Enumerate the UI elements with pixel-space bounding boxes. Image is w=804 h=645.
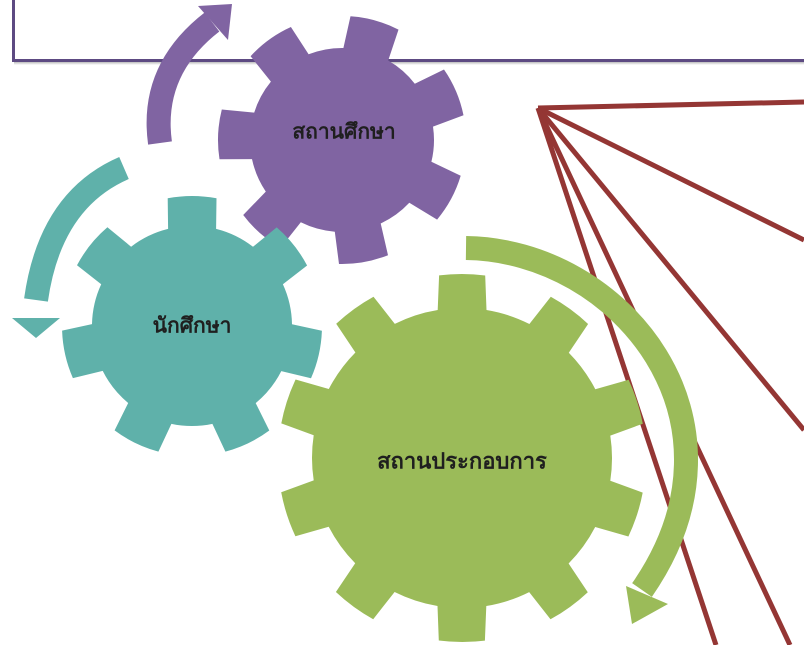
teal-cycle-arrow (24, 156, 130, 302)
green-arrow-head (626, 586, 668, 624)
student-label: นักศึกษา (152, 313, 232, 338)
enterprise-gear (281, 274, 643, 642)
connector-line (536, 105, 804, 243)
green-cycle-arrow (465, 236, 698, 597)
student-gear (62, 195, 322, 452)
connector-lines (535, 99, 804, 645)
institution-gear (217, 16, 464, 265)
connector-line (535, 107, 719, 645)
teal-arrow-head (12, 318, 60, 338)
enterprise-label: สถานประกอบการ (377, 449, 547, 475)
purple-arrow-head (198, 4, 232, 40)
purple-cycle-arrow (146, 12, 220, 145)
top-frame (12, 0, 804, 62)
connector-line (537, 99, 804, 111)
connector-line (536, 106, 804, 432)
institution-label: สถานศึกษา (292, 119, 396, 144)
top-frame-shadow (14, 62, 804, 65)
